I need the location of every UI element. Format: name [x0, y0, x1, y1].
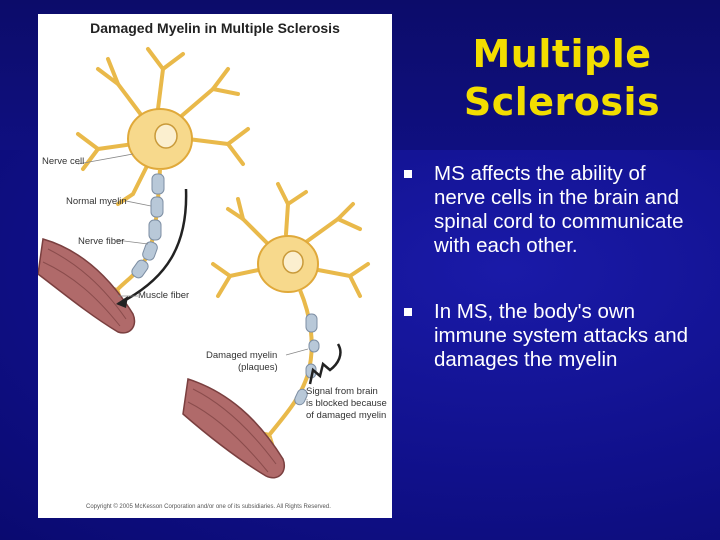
lower-nucleus — [282, 250, 304, 274]
bullet-text: MS affects the ability of nerve cells in… — [434, 162, 684, 257]
bullet-item: In MS, the body's own immune system atta… — [402, 300, 702, 372]
slide-title: Multiple Sclerosis — [463, 32, 661, 124]
label-nerve-cell: Nerve cell — [42, 156, 85, 167]
damaged-myelin-sheath — [294, 313, 320, 406]
lower-muscle — [182, 378, 285, 479]
bullet-list: MS affects the ability of nerve cells in… — [402, 162, 702, 372]
lower-dendrites — [211, 182, 370, 298]
figure-copyright: Copyright © 2005 McKesson Corporation an… — [86, 504, 331, 510]
neuron-illustration — [38, 47, 370, 479]
upper-dendrites — [76, 47, 250, 206]
label-signal-line3: of damaged myelin — [306, 410, 387, 421]
label-damaged-myelin: Damaged myelin — [206, 350, 278, 361]
myelin-figure: Damaged Myelin in Multiple Sclerosis — [38, 14, 392, 518]
upper-muscle — [38, 238, 136, 334]
label-signal-line1: Signal from brain — [306, 386, 378, 397]
square-bullet-icon — [404, 308, 412, 316]
label-signal-line2: is blocked because — [306, 398, 387, 409]
square-bullet-icon — [404, 170, 412, 178]
label-normal-myelin: Normal myelin — [66, 196, 127, 207]
label-nerve-fiber: Nerve fiber — [78, 236, 125, 247]
upper-signal-arrow — [117, 188, 188, 306]
normal-myelin-sheath — [131, 173, 165, 279]
bullet-text: In MS, the body's own immune system atta… — [434, 300, 689, 371]
figure-title: Damaged Myelin in Multiple Sclerosis — [90, 20, 340, 36]
bullet-item: MS affects the ability of nerve cells in… — [402, 162, 702, 258]
label-muscle-fiber: Muscle fiber — [138, 290, 190, 301]
blocked-signal-icon — [308, 343, 342, 385]
upper-nucleus — [154, 123, 178, 149]
label-plaques: (plaques) — [238, 362, 278, 373]
